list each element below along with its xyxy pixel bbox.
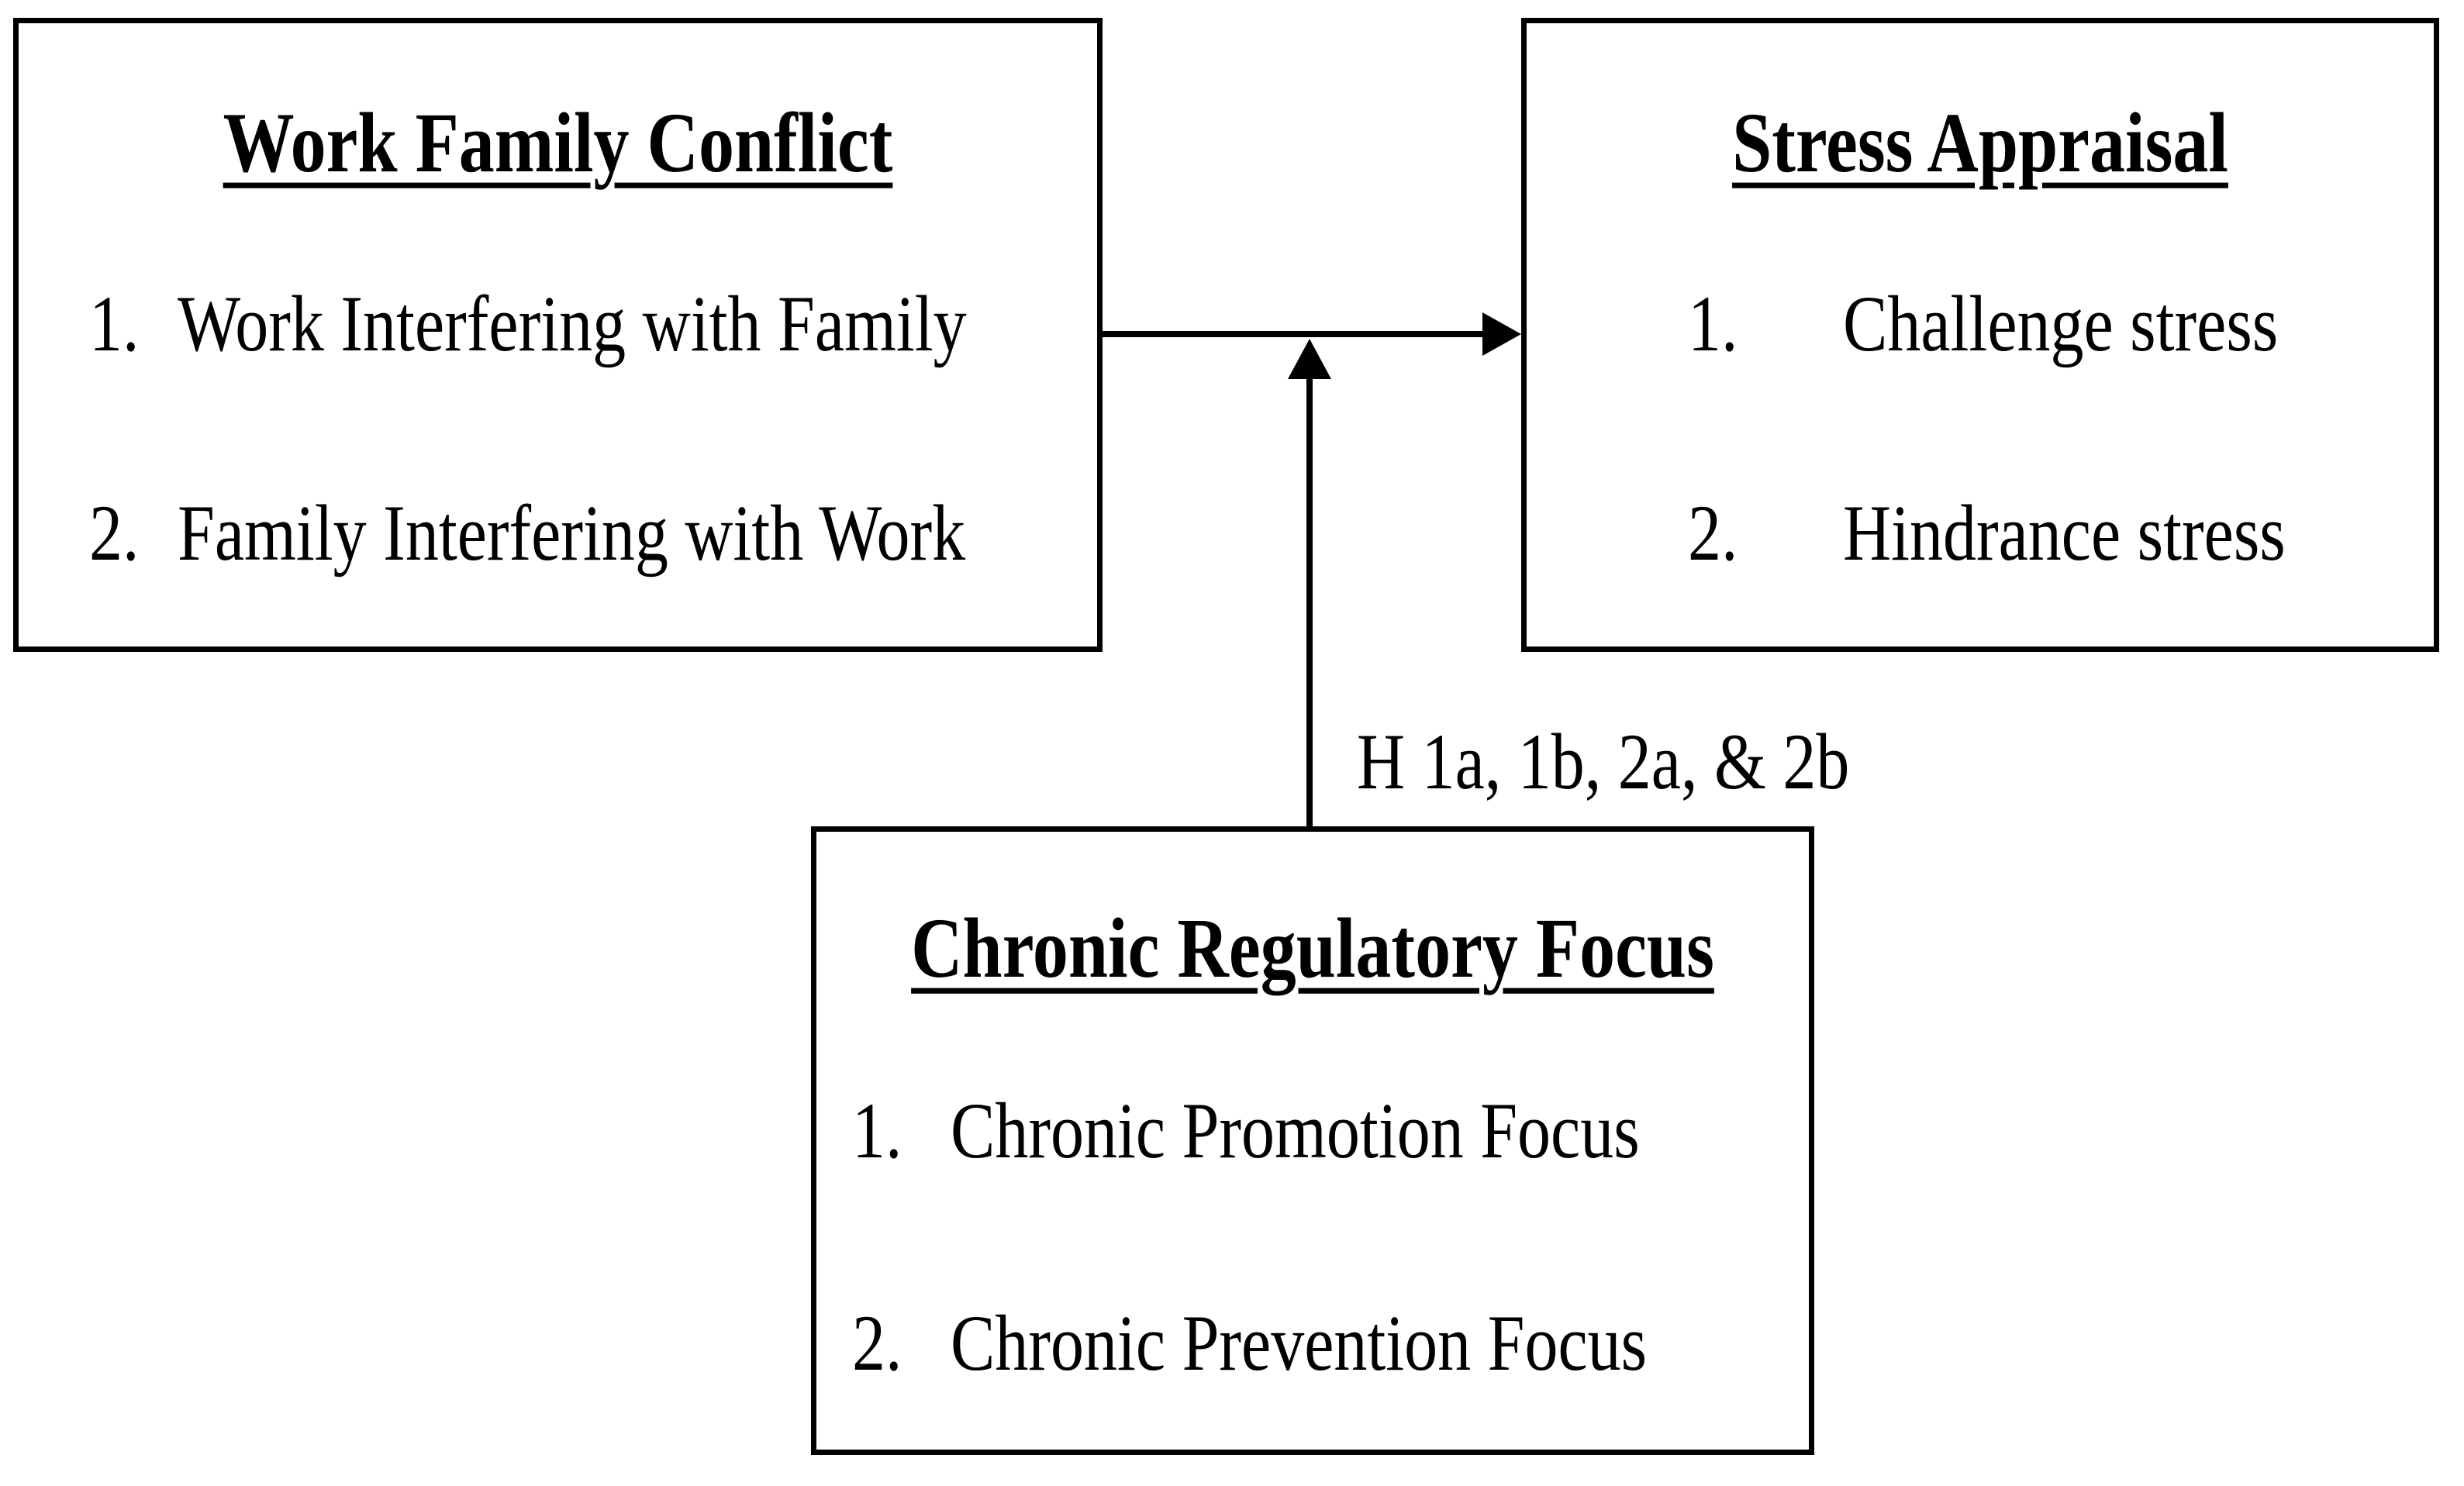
item-label: Work Interfering with Family bbox=[178, 278, 967, 368]
chronic-regulatory-focus-title: Chronic Regulatory Focus bbox=[911, 900, 1714, 996]
hypothesis-label: H 1a, 1b, 2a, & 2b bbox=[1357, 716, 1850, 806]
work-family-conflict-title: Work Family Conflict bbox=[223, 95, 893, 191]
list-item: 1.Challenge stress bbox=[1688, 283, 2278, 363]
item-number: 2. bbox=[89, 488, 140, 578]
item-label: Challenge stress bbox=[1843, 278, 2279, 368]
item-label: Family Interfering with Work bbox=[178, 488, 966, 578]
main-effect-arrowhead-icon bbox=[1482, 312, 1521, 356]
list-item: 2.Family Interfering with Work bbox=[89, 492, 965, 572]
list-item: 1.Chronic Promotion Focus bbox=[852, 1090, 1640, 1170]
list-item: 2.Chronic Prevention Focus bbox=[852, 1302, 1647, 1382]
item-number: 1. bbox=[1688, 278, 1738, 368]
item-number: 2. bbox=[1688, 488, 1738, 578]
item-number: 1. bbox=[89, 278, 140, 368]
stress-appraisal-box: Stress Appraisal 1.Challenge stress 2.Hi… bbox=[1521, 18, 2439, 652]
list-item: 1.Work Interfering with Family bbox=[89, 283, 967, 363]
work-family-conflict-box: Work Family Conflict 1.Work Interfering … bbox=[13, 18, 1103, 652]
item-number: 2. bbox=[852, 1298, 902, 1388]
list-item: 2.Hindrance stress bbox=[1688, 492, 2286, 572]
item-label: Chronic Promotion Focus bbox=[951, 1085, 1640, 1175]
stress-appraisal-title: Stress Appraisal bbox=[1732, 95, 2228, 191]
item-label: Chronic Prevention Focus bbox=[951, 1298, 1648, 1388]
item-number: 1. bbox=[852, 1085, 902, 1175]
chronic-regulatory-focus-box: Chronic Regulatory Focus 1.Chronic Promo… bbox=[811, 826, 1814, 1455]
moderation-arrowhead-icon bbox=[1288, 339, 1331, 379]
item-label: Hindrance stress bbox=[1843, 488, 2286, 578]
